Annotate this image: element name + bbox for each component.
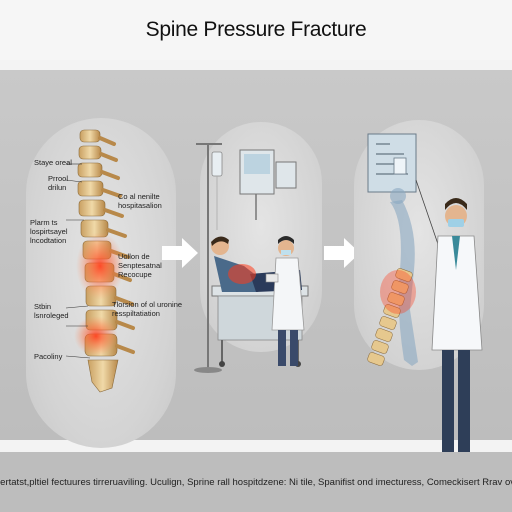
spine-label-6: Co al nenilte hospitasalion [118, 192, 162, 210]
spine-label-8: Tlorsion of ol uronine resspiltatiation [112, 300, 183, 318]
spine-label-3: Plarm ts lospirtsayel lncodtation [30, 218, 68, 245]
spine-illustration-small [367, 268, 416, 366]
xray-board-icon [367, 133, 417, 193]
iv-pole-icon [194, 143, 223, 373]
doctor-figure [265, 236, 305, 366]
arrow-right-icon [162, 238, 198, 268]
arrow-right-icon [324, 238, 360, 268]
spine-label-2: Prrool drilun [48, 174, 69, 192]
title-bar: Spine Pressure Fracture [0, 0, 512, 60]
spine-illustration [65, 129, 135, 393]
page-title: Spine Pressure Fracture [145, 18, 367, 41]
caption-text: Gerertatst,pltiel fectuures tirreruavili… [0, 476, 512, 488]
caption-bar: Gerertatst,pltiel fectuures tirreruavili… [0, 452, 512, 512]
spine-label-7: Uollon de Senptesatnal Recocupe [118, 252, 162, 279]
spine-label-5: Pacoliny [34, 352, 63, 361]
recovery-illustration [367, 133, 483, 460]
monitor-icon [239, 149, 297, 220]
doctor-figure [431, 198, 483, 460]
illustration-stage: Staye oreal Prrool drilun Plarm ts lospi… [0, 70, 512, 460]
spine-label-1: Staye oreal [34, 158, 72, 167]
spine-label-4: Stbin lsnroleged [34, 302, 69, 320]
fracture-highlight [76, 232, 124, 300]
hospital-scene-illustration [194, 143, 309, 373]
